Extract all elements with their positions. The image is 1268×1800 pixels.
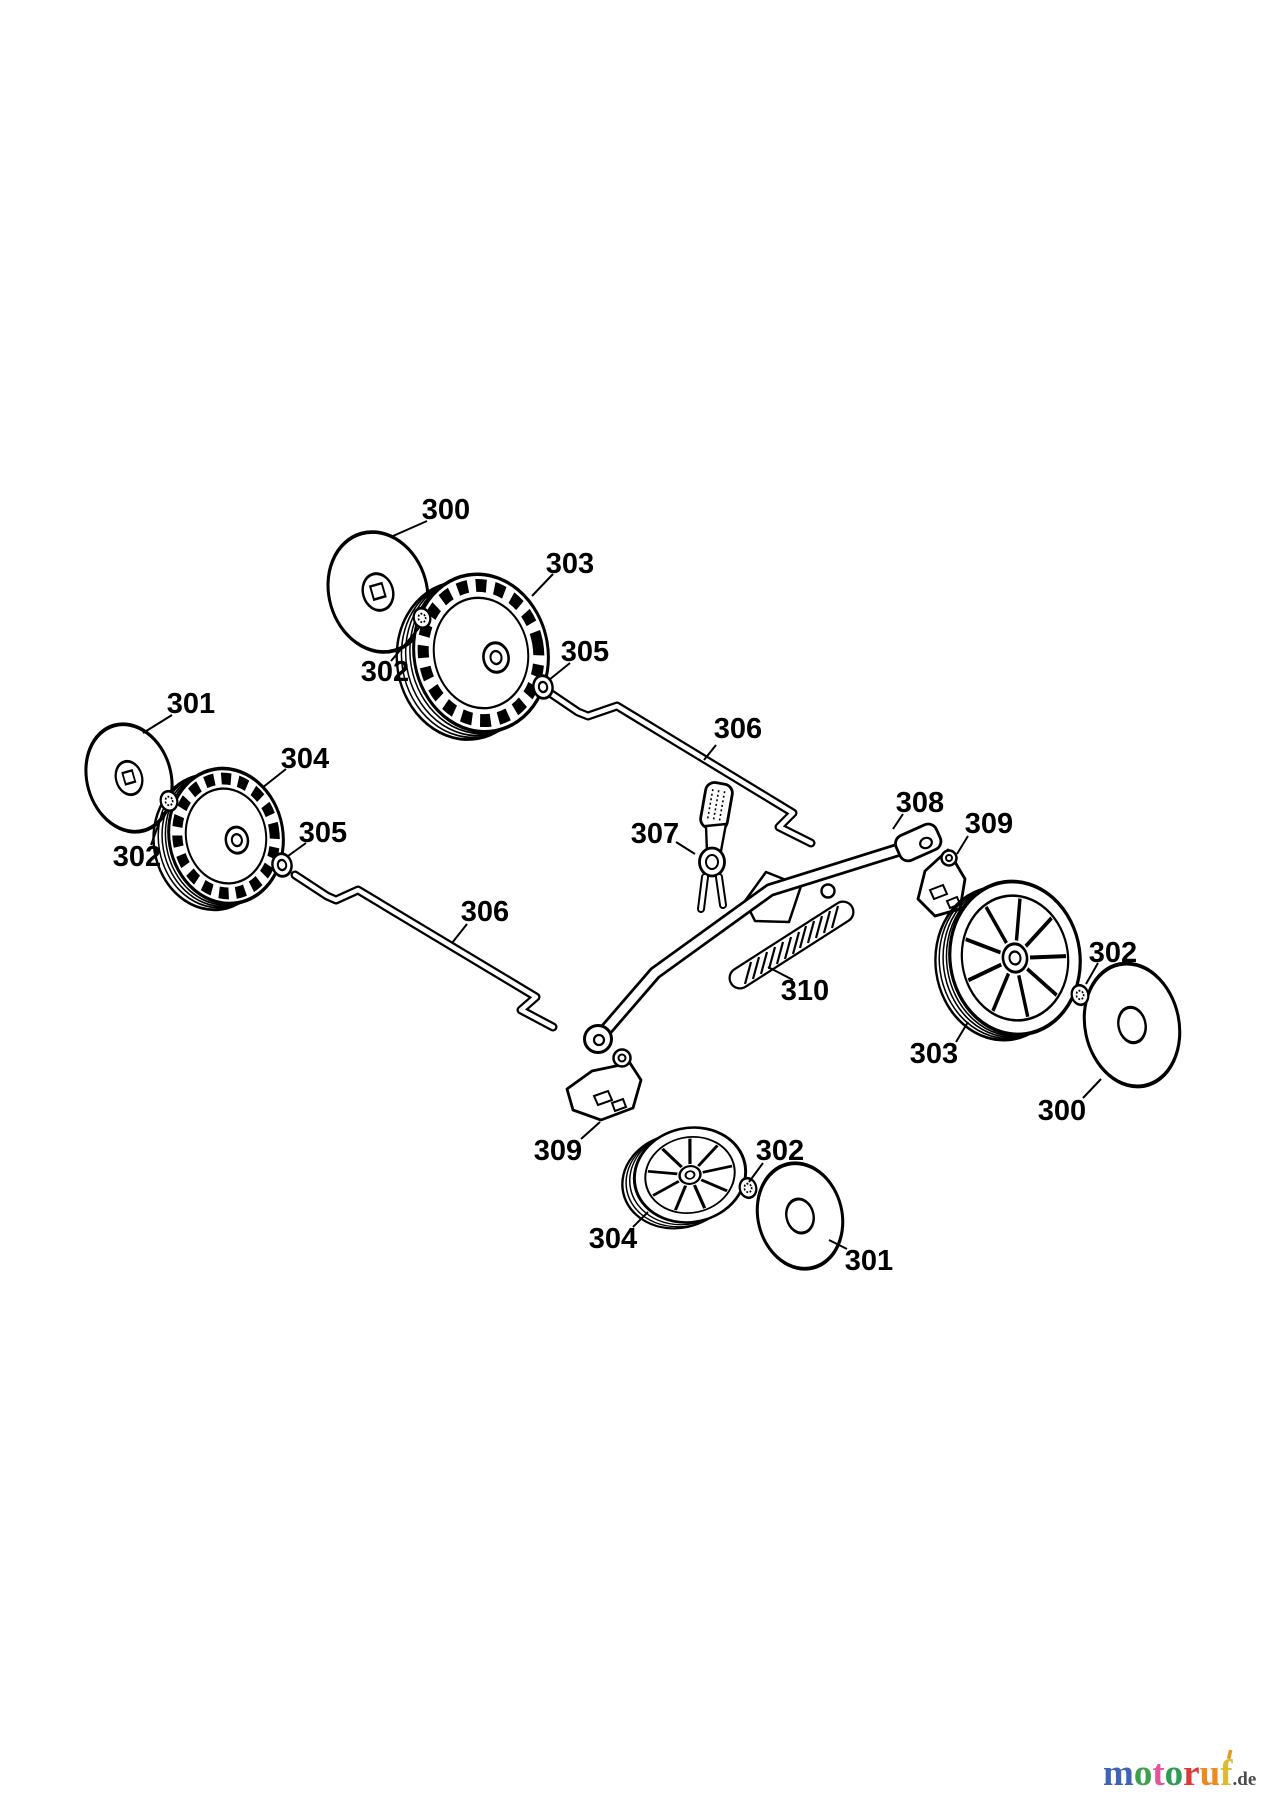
adjuster-lever-307 [697,781,734,913]
logo-text: motoruf.de [1103,1753,1256,1794]
wheel-303-right [934,879,1082,1042]
bracket-309-bottom [565,1048,643,1122]
wheel-spokes [647,1138,733,1211]
part-label-300-right: 300 [1038,1095,1086,1127]
axle-306-top [545,688,816,848]
part-label-304-bottom: 304 [589,1223,637,1255]
part-label-305-top: 305 [561,636,609,668]
part-labels: 300 303 302 305 306 301 304 302 305 306 … [113,494,1137,1277]
part-label-301-bottom: 301 [845,1245,893,1277]
part-label-305-left: 305 [299,817,347,849]
wheel-304-left [152,766,285,912]
wheel-304-bottom [621,1126,748,1230]
part-label-309-right: 309 [965,808,1013,840]
washer-305-top [532,674,554,700]
locknut-302-right [1070,983,1090,1007]
wheel-303-top [395,572,550,741]
washer-305-left [271,852,293,878]
axle-306-bottom [290,870,558,1032]
wheel-tread [417,578,545,728]
logo-tick [1226,1749,1233,1760]
part-label-302-top: 302 [361,656,409,688]
arm-paddle-end [894,822,943,863]
locknut-302-bottom [738,1176,758,1200]
part-label-310: 310 [781,975,829,1007]
part-label-307: 307 [631,818,679,850]
logo-motoruf: motoruf.de [1103,1749,1256,1794]
locknut-302-top [412,606,432,630]
hubcap-300-right [1082,961,1182,1089]
spring-310 [728,900,855,990]
part-label-301-left: 301 [167,688,215,720]
lever-boss-hole [705,854,719,870]
part-label-303-right: 303 [910,1038,958,1070]
wheel-spokes [965,898,1067,1018]
leader-lines [142,520,1102,1250]
part-label-309-bottom: 309 [534,1135,582,1167]
part-label-302-bottom: 302 [756,1135,804,1167]
part-label-302-left: 302 [113,841,161,873]
lever-grip-pad [699,781,734,832]
part-label-306-bottom: 306 [461,896,509,928]
hubcap-301-bottom [755,1161,845,1271]
part-label-300-top: 300 [422,494,470,526]
wheel-tread [172,772,280,900]
arm-paddle-hole [919,836,933,850]
height-adjuster-arm-308 [583,822,943,1054]
part-label-304-left: 304 [281,743,329,775]
arm-eye-hole [592,1033,606,1047]
part-label-302-right: 302 [1089,937,1137,969]
lever-fork [697,873,727,913]
part-label-303-top: 303 [546,548,594,580]
logo-suffix: .de [1233,1769,1257,1790]
arm-peg [820,883,836,899]
part-label-308: 308 [896,787,944,819]
bracket-309-right [916,848,967,918]
hubcap-301-left [84,722,174,834]
part-label-306-top: 306 [714,713,762,745]
locknut-302-left [159,789,179,813]
